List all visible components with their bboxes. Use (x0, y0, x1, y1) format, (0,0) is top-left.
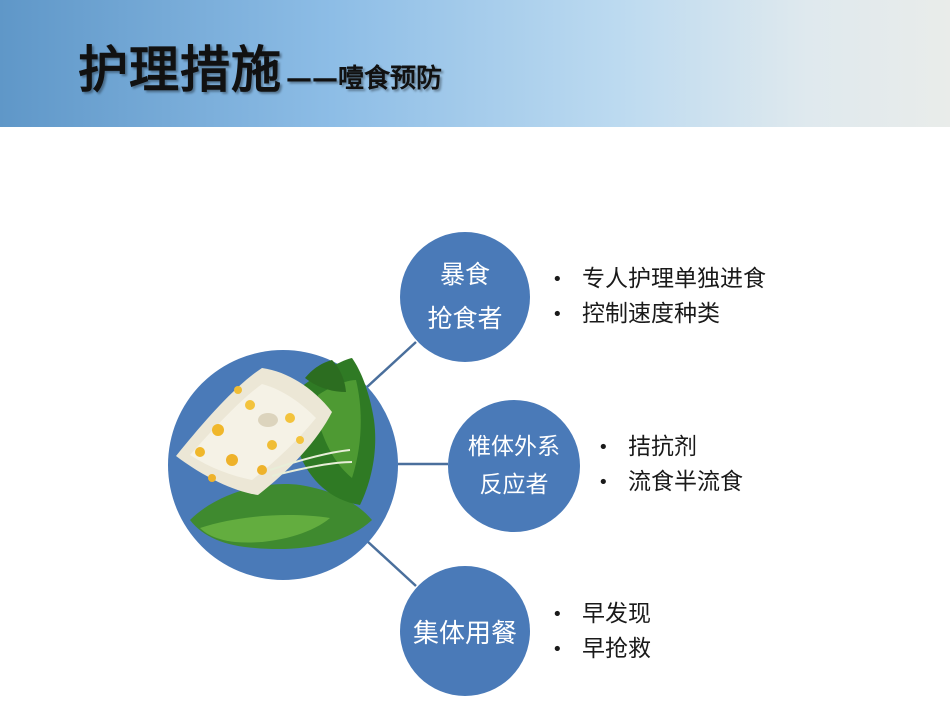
node-label-line: 集体用餐 (412, 618, 517, 649)
node-group-dining: 集体用餐 (400, 566, 530, 696)
node-label-line: 暴食 (439, 260, 490, 289)
page-title: 护理措施 ——噎食预防 (78, 30, 442, 110)
zongzi-image (176, 358, 376, 550)
bullet-item: 流食半流食 (598, 465, 743, 500)
node-label: 集体用餐 (413, 613, 517, 650)
bullet-list-binge-eaters: 专人护理单独进食 控制速度种类 (552, 262, 766, 332)
page-title-main: 护理措施 (78, 41, 282, 99)
bullet-item: 拮抗剂 (598, 430, 743, 465)
node-label-line: 椎体外系 (468, 434, 560, 460)
bullet-item: 早抢救 (552, 632, 651, 667)
title-banner (0, 0, 950, 127)
node-binge-eaters: 暴食 抢食者 (400, 232, 530, 362)
connector-line-3 (366, 540, 417, 587)
node-label-line: 反应者 (479, 472, 549, 498)
node-extrapyramidal-reaction: 椎体外系 反应者 (448, 400, 580, 532)
bullet-list-group-dining: 早发现 早抢救 (552, 597, 651, 667)
connector-line-1 (366, 341, 417, 388)
bullet-list-extrapyramidal-reaction: 拮抗剂 流食半流食 (598, 430, 743, 500)
node-label-line: 抢食者 (427, 304, 503, 333)
node-label: 暴食 抢食者 (427, 253, 502, 341)
node-label: 椎体外系 反应者 (468, 428, 560, 504)
bullet-item: 控制速度种类 (552, 297, 766, 332)
bullet-item: 专人护理单独进食 (552, 262, 766, 297)
bullet-item: 早发现 (552, 597, 651, 632)
page-title-subtitle: ——噎食预防 (286, 64, 443, 94)
